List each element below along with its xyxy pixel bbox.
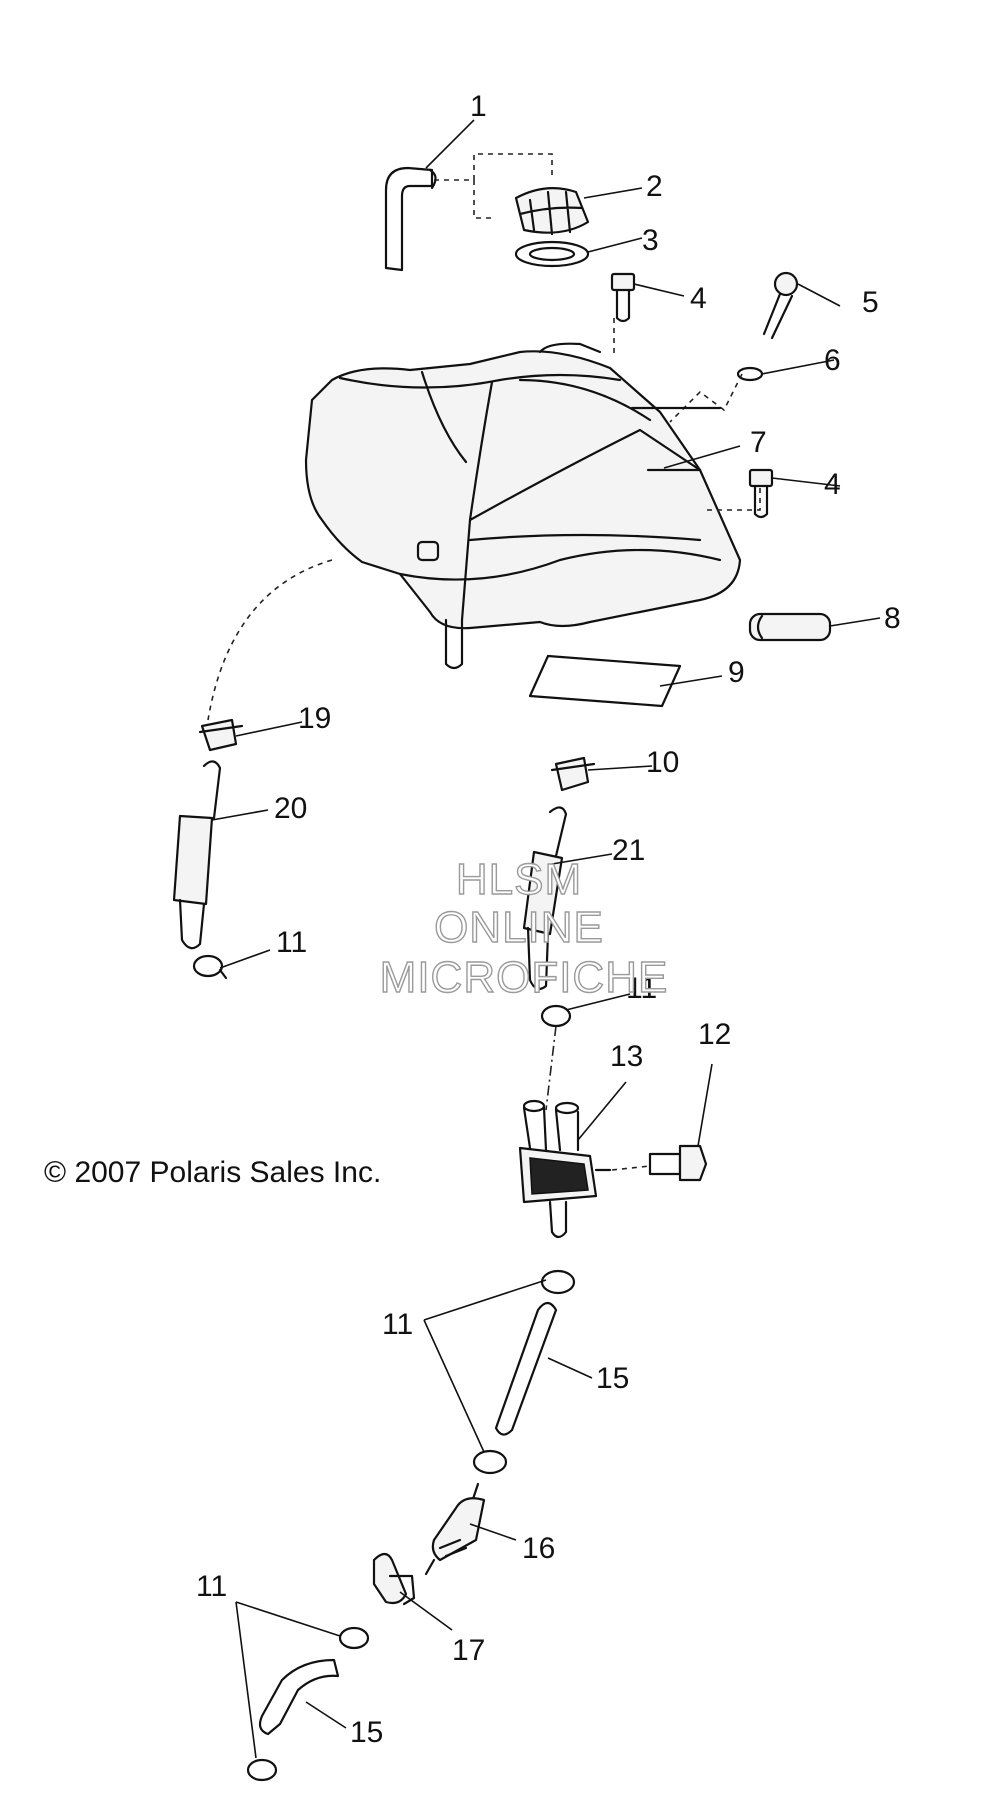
callout-20: 20 [274,792,307,825]
callout-7: 7 [750,426,767,459]
fuel-valve-part [518,1099,612,1239]
callout-9: 9 [728,656,745,689]
watermark: HLSM ONLINE MICROFICHE [379,854,669,1002]
filter-clip-part [372,1552,416,1606]
hose-part-21 [522,806,568,990]
callout-2: 2 [646,170,663,203]
callout-10: 10 [646,746,679,779]
hose-part-15b [258,1658,340,1736]
leader-dashed-6 [669,373,743,423]
clamp-part-11c [540,1269,576,1295]
callout-11d: 11 [196,1570,227,1603]
clamp-part-19 [198,718,244,752]
cap-gasket-part [514,240,590,268]
pad-part [528,654,682,708]
bolt-part-upper [610,272,636,323]
watermark-line-2: ONLINE [434,903,604,952]
callout-16: 16 [522,1532,555,1565]
watermark-line-3: MICROFICHE [380,953,669,1002]
fuel-filter-part [424,1482,486,1576]
callout-labels: 1 2 3 4 5 6 7 4 8 9 19 10 20 21 11 11 12… [196,90,901,1749]
strap-part [748,612,832,642]
clamp-part-11f [246,1758,278,1782]
callout-15a: 15 [596,1362,629,1395]
copyright-text: © 2007 Polaris Sales Inc. [44,1156,381,1189]
callout-15b: 15 [350,1716,383,1749]
callout-11c: 11 [382,1308,413,1341]
callout-19: 19 [298,702,331,735]
hose-part-20 [172,760,222,950]
callout-21: 21 [612,834,645,867]
clamp-part-11a [192,954,228,980]
callout-5: 5 [862,286,879,319]
fuel-cap-part [514,187,590,236]
valve-screw-part [648,1144,708,1182]
callout-8: 8 [884,602,901,635]
callout-4: 4 [690,282,707,315]
bolt-part-lower [748,468,774,519]
callout-4b: 4 [824,468,841,501]
leader-lines [211,119,881,1759]
screw-part [762,271,799,340]
watermark-line-1: HLSM [456,855,582,904]
leader-dashed-1 [434,153,553,219]
leader-dashdot-valve [545,1025,557,1111]
clamp-part-11e [338,1626,370,1650]
callout-6: 6 [824,344,841,377]
fuel-tank-part [304,342,742,670]
clamp-part-11d [472,1449,508,1475]
clamp-part-10 [550,756,596,792]
callout-12: 12 [698,1018,731,1051]
callout-11a: 11 [276,926,307,959]
leader-dashed-19 [207,559,333,721]
leader-dashed-4b [706,488,761,511]
leader-dashed-12 [611,1165,651,1171]
vent-hose-part [384,166,437,272]
callout-1: 1 [470,90,487,123]
callout-13: 13 [610,1040,643,1073]
callout-17: 17 [452,1634,485,1667]
callout-3: 3 [642,224,659,257]
hose-part-15a [494,1301,558,1436]
callout-11b: 11 [626,972,657,1005]
clamp-part-11b [540,1004,572,1028]
